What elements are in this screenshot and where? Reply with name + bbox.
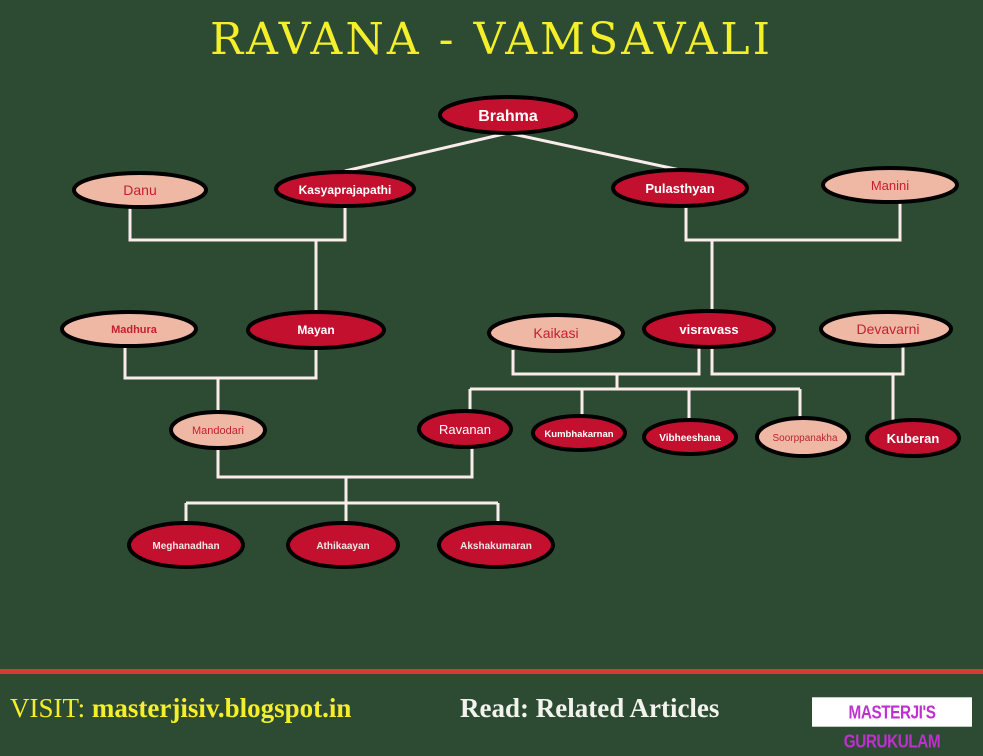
connector-visravass-devavarni [710, 346, 905, 376]
node-soorppanakha: Soorppanakha [755, 416, 851, 458]
node-danu: Danu [72, 171, 208, 209]
node-label: Manini [871, 178, 909, 193]
node-label: Mayan [297, 323, 334, 337]
connector-brahma-kasyaprajapathi [344, 131, 509, 173]
node-pulasthyan: Pulasthyan [611, 168, 749, 208]
node-label: Soorppanakha [772, 433, 837, 444]
node-vibheeshana: Vibheeshana [642, 418, 738, 456]
node-kaikasi: Kaikasi [487, 313, 625, 353]
node-kumbhakarnan: Kumbhakarnan [531, 414, 627, 452]
node-mandodari: Mandodari [169, 410, 267, 450]
visit-link[interactable]: VISIT: masterjisiv.blogspot.in [10, 693, 351, 724]
node-devavarni: Devavarni [819, 310, 953, 348]
node-akshakumaran: Akshakumaran [437, 521, 555, 569]
node-athikaayan: Athikaayan [286, 521, 400, 569]
node-label: Mandodari [192, 425, 244, 437]
node-label: Kuberan [887, 431, 940, 446]
node-brahma: Brahma [438, 95, 578, 135]
brand-text: MASTERJI'S GURUKULAM [843, 701, 941, 752]
node-mayan: Mayan [246, 310, 386, 350]
node-kasyaprajapathi: Kasyaprajapathi [274, 170, 416, 208]
node-label: Akshakumaran [460, 541, 532, 552]
node-label: Pulasthyan [645, 181, 714, 196]
node-label: Kaikasi [533, 325, 578, 341]
node-label: Meghanadhan [152, 541, 219, 552]
connector-mandodari-ravanan [216, 447, 474, 479]
node-label: Kumbhakarnan [544, 429, 613, 440]
node-label: Kasyaprajapathi [299, 183, 392, 197]
connector-brahma-pulasthyan [507, 131, 681, 172]
related-articles-link[interactable]: Read: Related Articles [460, 693, 720, 723]
node-label: Vibheeshana [659, 433, 721, 444]
connector-madhura-mayan [123, 346, 318, 380]
footer-divider [0, 669, 983, 674]
connector-pulasthyan-manini [684, 202, 902, 242]
node-label: Brahma [478, 108, 538, 125]
node-visravass: visravass [642, 309, 776, 349]
node-label: Danu [123, 182, 156, 198]
brand-logo: MASTERJI'S GURUKULAM [812, 697, 972, 752]
node-label: Athikaayan [316, 541, 369, 552]
visit-url[interactable]: masterjisiv.blogspot.in [91, 693, 352, 723]
node-kuberan: Kuberan [865, 418, 961, 458]
node-ravanan: Ravanan [417, 409, 513, 449]
node-manini: Manini [821, 166, 959, 204]
node-madhura: Madhura [60, 310, 198, 348]
connectors [123, 131, 905, 522]
node-label: Ravanan [439, 422, 491, 437]
connector-kaikasi-visravass [511, 347, 701, 376]
node-meghanadhan: Meghanadhan [127, 521, 245, 569]
node-label: Devavarni [856, 321, 919, 337]
visit-label: VISIT: [10, 693, 86, 723]
node-label: Madhura [111, 324, 158, 336]
page-title: RAVANA - VAMSAVALI [210, 14, 773, 65]
connector-danu-kasyaprajapathi [128, 206, 347, 242]
node-label: visravass [679, 322, 738, 337]
